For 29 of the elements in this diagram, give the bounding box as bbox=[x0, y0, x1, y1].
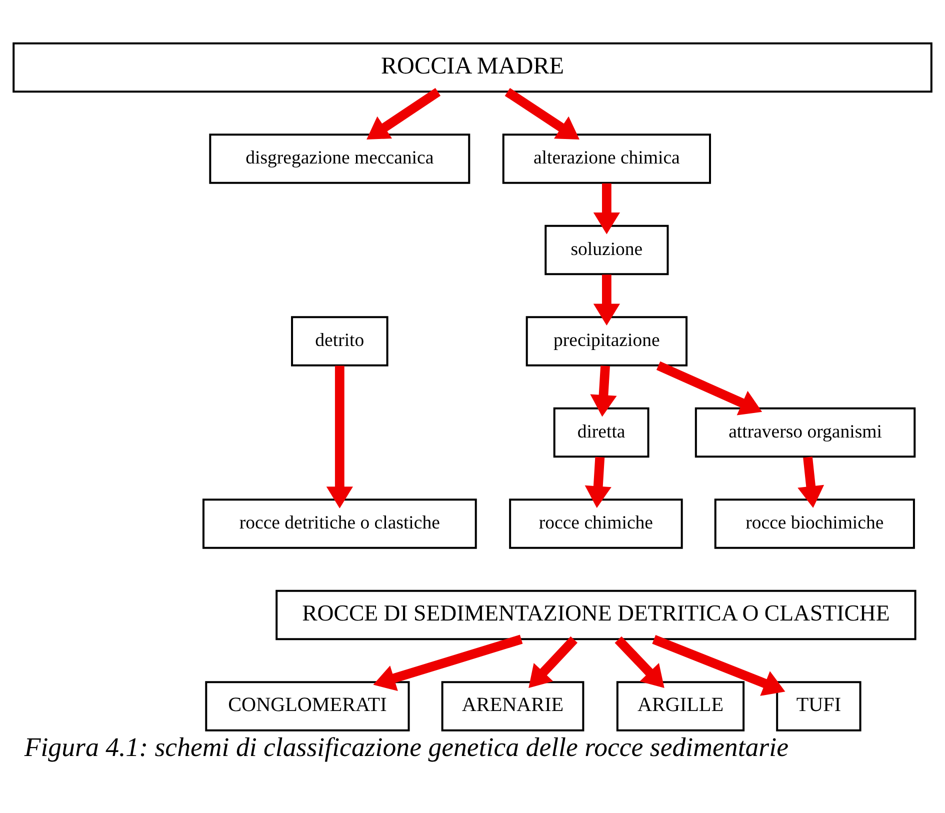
node-box: CONGLOMERATI bbox=[205, 680, 410, 731]
arrow bbox=[373, 634, 523, 691]
arrow bbox=[614, 636, 664, 688]
node-box: rocce detritiche o clastiche bbox=[202, 498, 477, 548]
node-box: rocce biochimiche bbox=[714, 498, 915, 548]
node-box: precipitazione bbox=[526, 316, 688, 366]
arrow bbox=[584, 456, 612, 508]
arrow bbox=[504, 87, 580, 139]
arrow bbox=[366, 88, 441, 139]
arrow bbox=[593, 274, 620, 325]
node-box: alterazione chimica bbox=[502, 133, 711, 184]
node-box: attraverso organismi bbox=[694, 406, 916, 458]
arrow bbox=[590, 365, 617, 416]
node-box: ARGILLE bbox=[616, 680, 745, 731]
arrow bbox=[798, 456, 824, 508]
caption: Figura 4.1: schemi di classificazione genetica delle rocce sedimentarie bbox=[24, 731, 789, 762]
node-box: rocce chimiche bbox=[509, 498, 683, 548]
node-box: ROCCE DI SEDIMENTAZIONE DETRITICA O CLASTICHE bbox=[276, 589, 916, 640]
node-box: ROCCIA MADRE bbox=[12, 42, 932, 92]
node-box: detrito bbox=[291, 316, 388, 366]
arrow bbox=[326, 365, 353, 508]
node-box: soluzione bbox=[544, 224, 669, 275]
node-box: disgregazione meccanica bbox=[209, 133, 470, 184]
arrow bbox=[528, 636, 578, 688]
node-box: TUFI bbox=[776, 680, 862, 731]
arrow bbox=[656, 360, 762, 415]
node-box: diretta bbox=[553, 406, 650, 458]
arrow bbox=[593, 182, 620, 234]
node-box: ARENARIE bbox=[441, 680, 584, 731]
